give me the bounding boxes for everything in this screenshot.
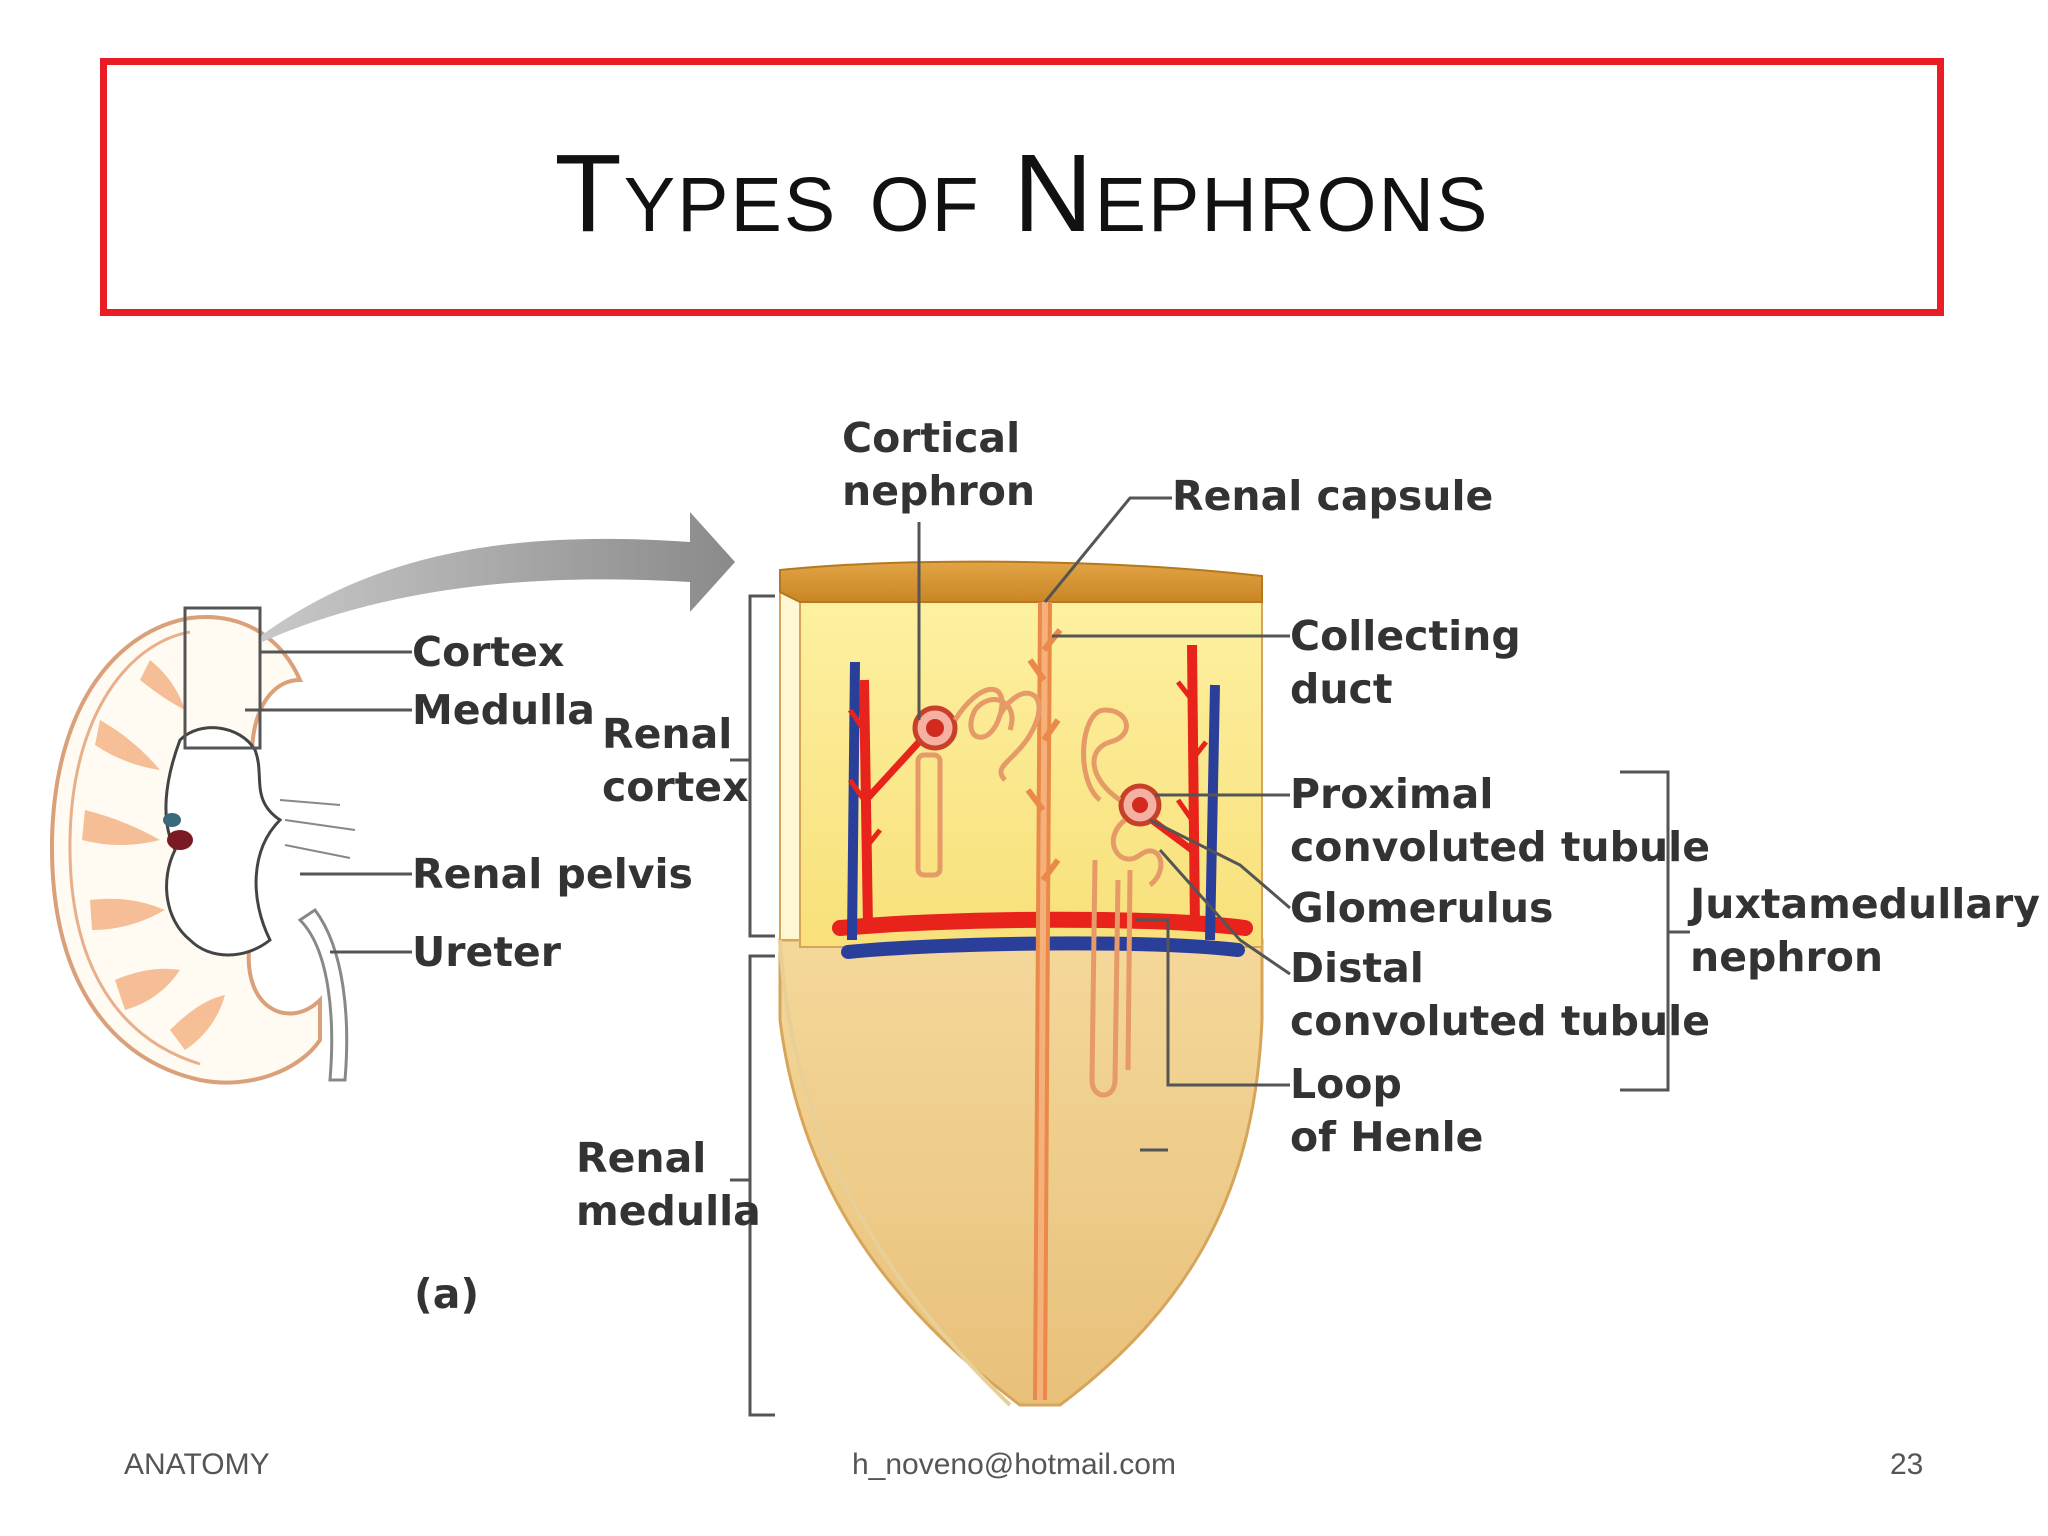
label-renal-pelvis: Renal pelvis	[412, 850, 693, 898]
kidney-leader-lines	[245, 650, 412, 954]
label-ureter: Ureter	[412, 928, 561, 976]
kidney-pyramids	[82, 660, 225, 1050]
zoom-arrow	[262, 512, 735, 642]
footer-page-number: 23	[1890, 1448, 1924, 1481]
nephron-diagram	[49, 496, 1690, 1417]
renal-section-block	[730, 496, 1690, 1417]
cortical-nephron	[912, 686, 1042, 878]
title-box: Types of Nephrons	[100, 58, 1944, 316]
renal-capsule-shape	[779, 560, 1263, 603]
label-renal-capsule: Renal capsule	[1172, 472, 1494, 520]
juxtamedullary-nephron	[1081, 707, 1164, 1098]
footer-left: ANATOMY	[124, 1448, 270, 1481]
label-glomerulus: Glomerulus	[1290, 884, 1554, 932]
kidney-illustration	[49, 606, 356, 1085]
footer-email: h_noveno@hotmail.com	[852, 1448, 1176, 1481]
section-leader-lines	[917, 496, 1690, 1152]
slide-title: Types of Nephrons	[554, 131, 1490, 255]
renal-medulla-region	[778, 938, 1264, 1407]
renal-pelvis-shape	[164, 726, 283, 957]
kidney-selection-box	[183, 606, 262, 750]
label-medulla: Medulla	[412, 686, 595, 734]
label-panel-a: (a)	[414, 1270, 480, 1318]
label-cortex: Cortex	[412, 628, 565, 676]
